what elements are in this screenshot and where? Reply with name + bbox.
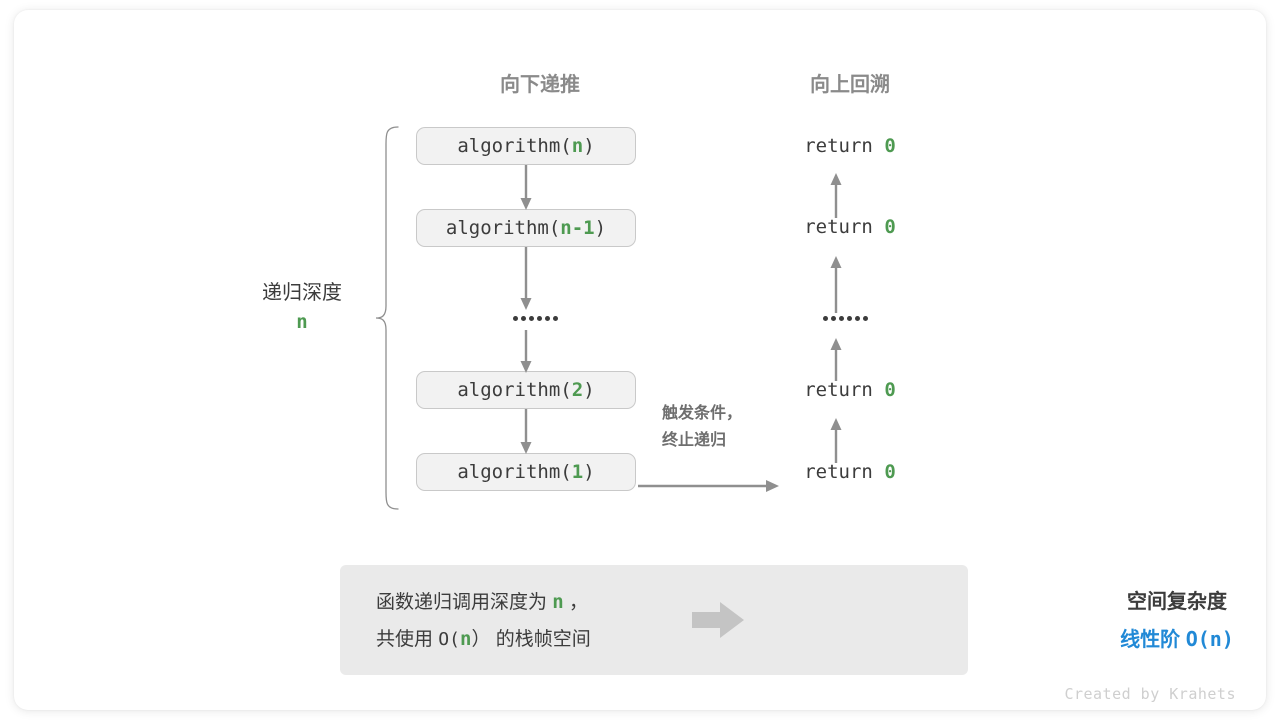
down-arrow-icon-2	[520, 330, 532, 373]
summary-line-2-text-a: 共使用	[376, 629, 434, 650]
return-stmt-3: return 0	[750, 461, 950, 483]
summary-line-2: 共使用 O(n） 的栈帧空间	[376, 621, 591, 658]
return-stmt-1-keyword: return	[804, 216, 873, 238]
return-stmt-2: return 0	[750, 379, 950, 401]
call-box-0: algorithm(n)	[416, 127, 636, 165]
return-stmt-0: return 0	[750, 135, 950, 157]
call-box-1-suffix: )	[594, 217, 607, 239]
watermark-credit: Created by Krahets	[1064, 685, 1236, 703]
summary-conclusion-title: 空间复杂度	[1127, 591, 1227, 613]
summary-conclusion: 空间复杂度 线性阶 O(n)	[1062, 584, 1280, 659]
summary-line-2-bigo-open: O(	[438, 629, 460, 650]
call-box-2-prefix: algorithm(	[457, 379, 572, 401]
call-box-3-arg: 1	[571, 461, 584, 483]
summary-panel: 函数递归调用深度为 n ， 共使用 O(n） 的栈帧空间 空间复杂度 线性阶 O…	[340, 565, 1234, 675]
summary-line-2-bigo-close: ）	[471, 629, 491, 650]
down-arrow-icon-1	[520, 247, 532, 310]
recursion-depth-text: 递归深度	[262, 282, 342, 304]
call-box-1-prefix: algorithm(	[445, 217, 561, 239]
up-arrow-icon-0	[830, 173, 842, 218]
call-box-3-suffix: )	[583, 461, 595, 483]
down-arrow-icon-0	[520, 165, 532, 210]
summary-line-1: 函数递归调用深度为 n ，	[376, 584, 591, 621]
trigger-note-line2: 终止递归	[662, 432, 727, 449]
summary-line-2-text-b: 的栈帧空间	[495, 629, 591, 650]
right-ellipsis-dots	[823, 316, 868, 321]
return-stmt-2-value: 0	[884, 379, 896, 401]
up-arrow-icon-3	[830, 418, 842, 463]
up-arrow-icon-1	[830, 256, 842, 313]
column-header-up: 向上回溯	[810, 74, 890, 96]
summary-line-1-text-a: 函数递归调用深度为	[376, 592, 548, 613]
summary-line-2-var: n	[459, 628, 472, 650]
summary-conclusion-value: 线性阶 O(n)	[1062, 621, 1280, 659]
call-box-0-suffix: )	[583, 135, 595, 157]
call-box-0-arg: n	[571, 135, 584, 157]
down-arrow-icon-3	[520, 409, 532, 454]
call-box-2-arg: 2	[571, 379, 584, 401]
trigger-condition-note: 触发条件， 终止递归	[662, 400, 742, 454]
call-box-3: algorithm(1)	[416, 453, 636, 491]
call-box-3-prefix: algorithm(	[457, 461, 572, 483]
return-stmt-3-keyword: return	[804, 461, 873, 483]
call-box-1-arg: n-1	[560, 217, 595, 239]
left-ellipsis-dots	[513, 316, 558, 321]
summary-complexity-notation: O(n)	[1185, 627, 1234, 651]
up-arrow-icon-2	[830, 338, 842, 381]
recursion-depth-value: n	[296, 311, 308, 333]
return-stmt-1-value: 0	[884, 216, 896, 238]
recursion-depth-label: 递归深度 n	[222, 278, 382, 336]
trigger-note-line1: 触发条件，	[662, 405, 743, 422]
return-stmt-1: return 0	[750, 216, 950, 238]
summary-line-1-text-b: ，	[569, 592, 589, 613]
return-stmt-2-keyword: return	[804, 379, 873, 401]
call-box-0-prefix: algorithm(	[457, 135, 572, 157]
return-stmt-3-value: 0	[884, 461, 896, 483]
summary-description: 函数递归调用深度为 n ， 共使用 O(n） 的栈帧空间	[376, 584, 591, 658]
summary-line-1-var: n	[552, 591, 564, 613]
depth-brace-icon	[375, 126, 399, 510]
call-box-2: algorithm(2)	[416, 371, 636, 409]
right-block-arrow-icon	[692, 602, 744, 638]
column-header-down: 向下递推	[500, 74, 580, 96]
summary-complexity-order: 线性阶	[1120, 629, 1181, 651]
return-stmt-0-value: 0	[884, 135, 896, 157]
call-box-2-suffix: )	[583, 379, 595, 401]
terminate-arrow-icon	[638, 480, 779, 492]
return-stmt-0-keyword: return	[804, 135, 873, 157]
diagram-canvas: 向下递推 向上回溯 递归深度 n algorithm(n) algorithm(…	[14, 10, 1266, 710]
call-box-1: algorithm(n-1)	[416, 209, 636, 247]
